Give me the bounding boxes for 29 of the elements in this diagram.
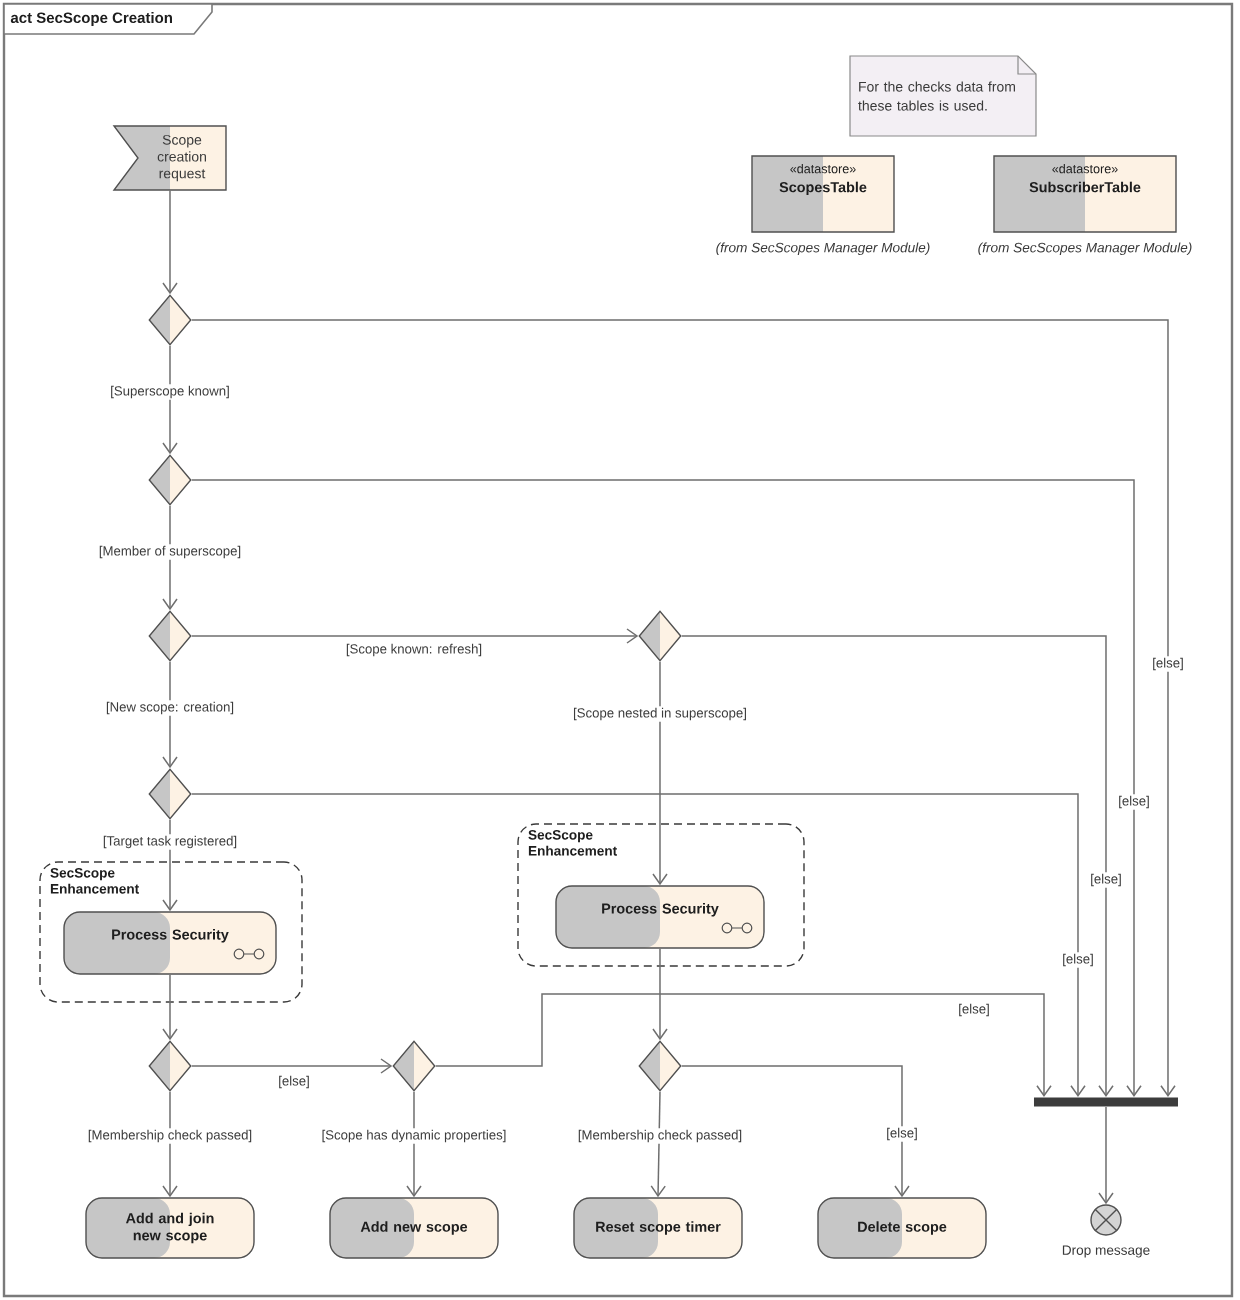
arrow — [652, 660, 668, 886]
arrow — [406, 1090, 422, 1198]
arrow — [162, 973, 178, 1041]
arrow — [190, 1058, 393, 1074]
arrow — [680, 635, 1114, 1098]
arrow — [434, 993, 1052, 1098]
arrow — [162, 660, 178, 769]
arrow — [1098, 1106, 1114, 1205]
arrow — [162, 504, 178, 611]
end-circle — [1090, 1204, 1122, 1236]
decision-diamond — [148, 454, 192, 506]
decision-diamond — [638, 1040, 682, 1092]
arrow — [190, 479, 1142, 1098]
arrow — [190, 793, 1086, 1098]
join-bar — [1034, 1097, 1178, 1107]
decision-diamond — [148, 1040, 192, 1092]
arrow — [162, 189, 178, 295]
decision-diamond — [148, 294, 192, 346]
decision-diamond — [148, 610, 192, 662]
arrow — [190, 628, 639, 644]
decision-diamond — [638, 610, 682, 662]
decision-diamond — [392, 1040, 436, 1092]
arrow — [190, 319, 1176, 1098]
arrow — [162, 344, 178, 455]
arrow — [680, 1065, 910, 1198]
arrow — [652, 947, 668, 1041]
arrow — [650, 1090, 666, 1198]
arrow — [162, 1090, 178, 1198]
decision-diamond — [148, 768, 192, 820]
